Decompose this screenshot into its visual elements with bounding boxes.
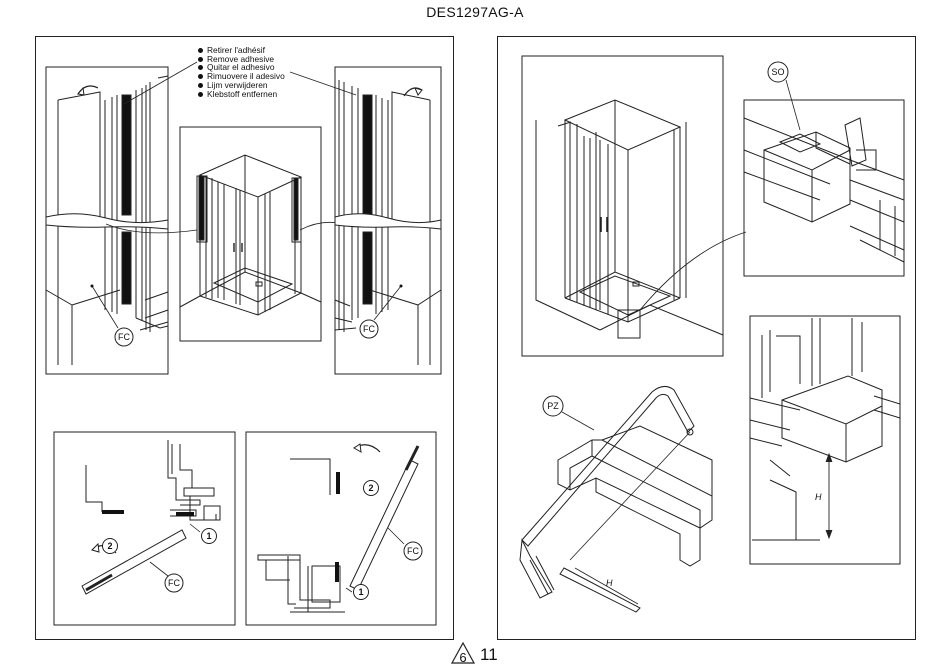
fc-label: FC [363,324,375,334]
adhesive-instruction-fr: Retirer l'adhésif [198,46,285,55]
so-detail-box [743,99,905,277]
enclosure-installed-view [521,55,747,357]
fc-label: FC [118,332,130,342]
step-2-callout-left: 2 [102,538,118,554]
so-callout: SO [767,61,801,131]
adhesive-instruction-de: Klebstoff entfernen [198,89,285,99]
enclosure-overview [179,126,322,342]
right-instruction-panel [497,36,916,640]
fc-callout-bottom-left: FC [149,561,184,593]
document-title: DES1297AG-A [426,4,524,20]
fc-callout-top-right: FC [359,284,403,339]
fc-label: FC [168,578,180,588]
step-1-callout-left: 1 [189,523,217,544]
step-1-label: 1 [358,587,363,597]
adhesive-instruction-list: Retirer l'adhésif Remove adhesive Quitar… [198,46,285,98]
fc-label: FC [407,546,419,556]
step-2-label: 2 [368,483,373,493]
page-number: 11 [480,645,498,664]
cut-height-label: H [606,578,613,588]
step-2-label: 2 [107,541,112,551]
adhesive-leader-lines [105,61,357,234]
page-marker: 6 [450,641,476,665]
break-line-left [45,213,169,230]
step-2-callout-right: 2 [363,480,379,496]
height-label: H [815,492,822,502]
step-1-callout-right: 1 [345,584,369,600]
pz-label: PZ [547,401,559,411]
adhesive-instruction-it: Rimuovere il adesivo [198,72,285,81]
step-1-label: 1 [206,531,211,541]
cut-dimension: H [606,578,613,588]
height-dimension: H [815,452,833,540]
adhesive-instruction-es: Quitar el adhesivo [198,63,285,72]
break-line-right [334,213,442,230]
height-detail-box [749,315,901,565]
saw-cutting-illustration [519,386,713,613]
adhesive-instruction-en: Remove adhesive [198,54,285,64]
page-marker-number: 6 [459,650,466,665]
so-label: SO [771,67,784,77]
fc-callout-top-left: FC [90,284,134,347]
adhesive-instruction-nl: Lijm verwijderen [198,81,285,90]
step-box-left [53,431,236,626]
fc-callout-bottom-right: FC [387,527,423,561]
step-box-right [245,431,437,626]
detail-box-right-profile [334,66,442,375]
pz-callout: PZ [542,395,595,431]
